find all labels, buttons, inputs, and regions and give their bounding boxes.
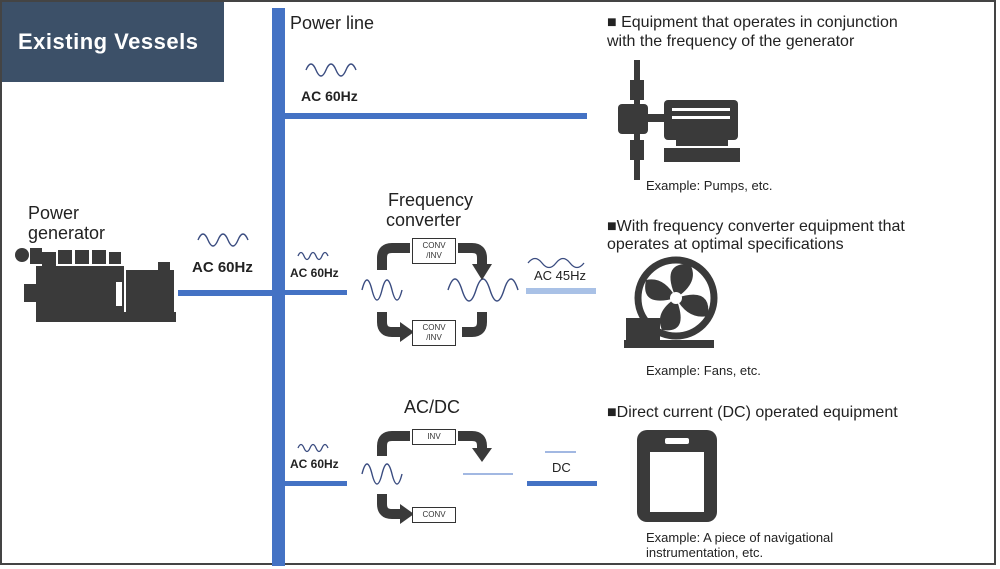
section3-example-line1: Example: A piece of navigational: [646, 530, 834, 545]
generator-label-line2: generator: [28, 223, 106, 243]
converter-loop-arrowheads: [400, 264, 492, 342]
acdc-top-box-text: INV: [427, 432, 441, 441]
converter-top-box: CONV /INV: [412, 238, 456, 264]
converter-bottom-box: CONV /INV: [412, 320, 456, 346]
converter-title-line2: converter: [386, 210, 462, 230]
converter-bottom-box-line2: /INV: [426, 333, 442, 342]
acdc-feed-line: [285, 481, 347, 486]
converter-title-line1: Frequency: [388, 190, 474, 210]
converter-top-box-line2: /INV: [426, 251, 442, 260]
converter-feed-line: [285, 290, 347, 295]
fan-icon: [624, 256, 718, 348]
dc-output-line: [527, 481, 597, 486]
title-text: Existing Vessels: [18, 29, 199, 54]
converter-output-freq-label: AC 45Hz: [534, 268, 587, 283]
acdc-loop-arrows: [377, 431, 487, 519]
power-line-label: Power line: [290, 13, 375, 33]
converter-output-small-wave-icon: [527, 257, 585, 269]
generator-icon: [15, 248, 176, 322]
acdc-title: AC/DC: [404, 397, 461, 417]
converter-input-wave-icon: [361, 279, 403, 301]
acdc-loop-arrowheads: [400, 448, 492, 524]
dc-output-label: DC: [552, 460, 571, 475]
section2-heading-line1: ■With frequency converter equipment that: [607, 218, 905, 235]
acdc-input-freq-label: AC 60Hz: [290, 457, 339, 471]
generator-freq-label: AC 60Hz: [192, 259, 253, 276]
acdc-input-wave-icon: [361, 463, 403, 485]
section2-heading-line2: operates at optimal specifications: [607, 236, 844, 253]
converter-output-wave-icon: [447, 278, 519, 302]
acdc-top-box: INV: [412, 429, 456, 445]
acdc-bottom-box: CONV: [412, 507, 456, 523]
converter-input-small-wave-icon: [297, 251, 329, 261]
section1-heading-line1: ■ Equipment that operates in conjunction: [607, 14, 898, 31]
section1-example: Example: Pumps, etc.: [646, 178, 773, 193]
generator-label-line1: Power: [28, 203, 80, 223]
section2-example: Example: Fans, etc.: [646, 363, 761, 378]
pump-icon: [618, 60, 740, 180]
generator-ac-wave-icon: [197, 233, 249, 247]
converter-input-freq-label: AC 60Hz: [290, 266, 339, 280]
converter-output-line: [526, 288, 596, 294]
generator-feed-line: [178, 290, 272, 296]
power-line-top-feed: [285, 113, 587, 119]
section1-heading-line2: with the frequency of the generator: [607, 33, 855, 50]
top-feed-freq-label: AC 60Hz: [301, 88, 358, 104]
converter-loop-arrows: [377, 243, 487, 337]
top-ac-wave-icon: [305, 63, 357, 77]
navigation-instrument-icon: [637, 430, 717, 522]
converter-bottom-box-line1: CONV: [422, 323, 446, 332]
acdc-input-small-wave-icon: [297, 443, 329, 453]
section3-example-line2: instrumentation, etc.: [646, 545, 764, 560]
converter-top-box-line1: CONV: [422, 241, 446, 250]
acdc-bottom-box-text: CONV: [422, 510, 446, 519]
title-banner: Existing Vessels: [2, 2, 224, 82]
power-line-main: [272, 8, 285, 566]
section3-heading: ■Direct current (DC) operated equipment: [607, 404, 898, 421]
